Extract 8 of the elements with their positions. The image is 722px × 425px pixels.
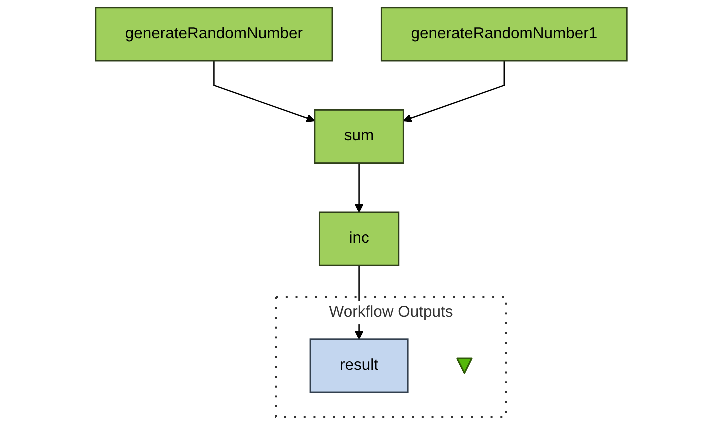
node-box: generateRandomNumber bbox=[94, 7, 333, 62]
arrow bbox=[213, 61, 315, 123]
node-box: generateRandomNumber1 bbox=[380, 7, 628, 62]
arrow bbox=[402, 61, 505, 123]
node-box: sum bbox=[314, 109, 404, 164]
node-box: result bbox=[309, 338, 408, 394]
node-box: inc bbox=[318, 212, 400, 266]
arrow bbox=[354, 163, 364, 213]
